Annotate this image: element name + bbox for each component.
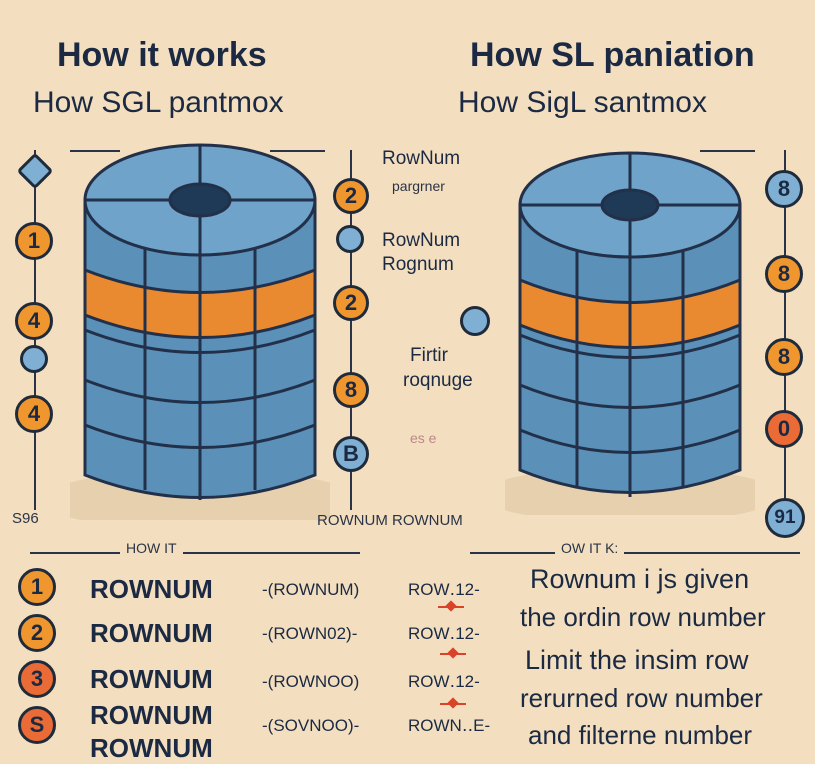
mid-label-e: Firtir [410, 345, 448, 366]
right-marker-1: 8 [765, 170, 803, 208]
row-4-desc: rerurned row number [520, 683, 763, 713]
mid-label-b: pargrner [392, 178, 445, 194]
right-axis [784, 150, 786, 510]
row-1-main: ROWNUM [90, 574, 213, 604]
row-4-number: S [18, 706, 56, 744]
section-right-divider [470, 552, 800, 554]
right-top-arrow [700, 150, 755, 152]
row-2-main: ROWNUM [90, 618, 213, 648]
mid-marker-3: 8 [333, 372, 369, 408]
mid-marker-1: 2 [333, 178, 369, 214]
mid-marker-2: 2 [333, 285, 369, 321]
mid-marker-4: B [333, 436, 369, 472]
mid-label-c: RowNum [382, 230, 461, 251]
left-marker-2: 4 [15, 302, 53, 340]
right-marker-2: 8 [765, 255, 803, 293]
mid-marker-dot [336, 225, 364, 253]
red-arrow-1 [438, 606, 464, 608]
left-marker-1: 1 [15, 222, 53, 260]
bottom-left-number: S96 [12, 510, 39, 527]
row-1-desc: Rownum i js given [530, 564, 750, 594]
middle-left-axis [350, 150, 352, 510]
mid-label-a: RowNum [382, 148, 461, 169]
row-2-desc: the ordin row number [520, 602, 766, 632]
row-2-code: ROW․12- [408, 624, 480, 643]
right-marker-5: 91 [765, 498, 805, 538]
row-4-code: ROWN‥E- [408, 716, 491, 735]
mid-label-d: Rognum [382, 254, 454, 275]
right-database-icon [505, 151, 755, 515]
row-1-number: 1 [18, 568, 56, 606]
left-marker-dot [20, 345, 48, 373]
diamond-icon [16, 152, 54, 190]
mid-label-g: es e [410, 430, 437, 446]
rownum-footer: ROWNUM ROWNUM [317, 512, 463, 529]
row-3-main: ROWNUM [90, 664, 213, 694]
right-title: How SL paniation [470, 36, 755, 74]
last-desc: and filterne number [528, 720, 753, 750]
row-2-paren: -(ROWN02)- [262, 624, 358, 643]
row-3-code: ROW․12- [408, 672, 480, 691]
row-3-paren: -(ROWNOO) [262, 672, 360, 691]
section-left-divider [30, 552, 360, 554]
row-1-code: ROW․12- [408, 580, 480, 599]
row-2-number: 2 [18, 614, 56, 652]
red-arrow-2 [440, 653, 466, 655]
right-marker-3: 8 [765, 338, 803, 376]
left-marker-3: 4 [15, 395, 53, 433]
left-subtitle: How SGL pantmox [33, 86, 284, 119]
right-marker-4: 0 [765, 410, 803, 448]
row-5-main: ROWNUM [90, 733, 213, 763]
row-4-main: ROWNUM [90, 700, 213, 730]
section-left-label: HOW IT [120, 540, 183, 556]
red-arrow-3 [440, 703, 466, 705]
row-1-paren: -(ROWNUM) [262, 580, 360, 599]
mid-label-f: roqnuge [403, 370, 473, 391]
left-database-icon [70, 143, 330, 520]
right-subtitle: How SigL santmox [458, 86, 707, 119]
section-right-label: OW IT K: [555, 540, 625, 556]
mid-blue-dot [460, 306, 490, 336]
middle-top-arrow [270, 150, 325, 152]
left-top-arrow [70, 150, 120, 152]
row-3-number: 3 [18, 660, 56, 698]
row-4-paren: -(SOVNOO)- [262, 716, 360, 735]
left-title: How it works [57, 36, 267, 74]
row-3-desc: Limit the insim row [525, 645, 749, 675]
